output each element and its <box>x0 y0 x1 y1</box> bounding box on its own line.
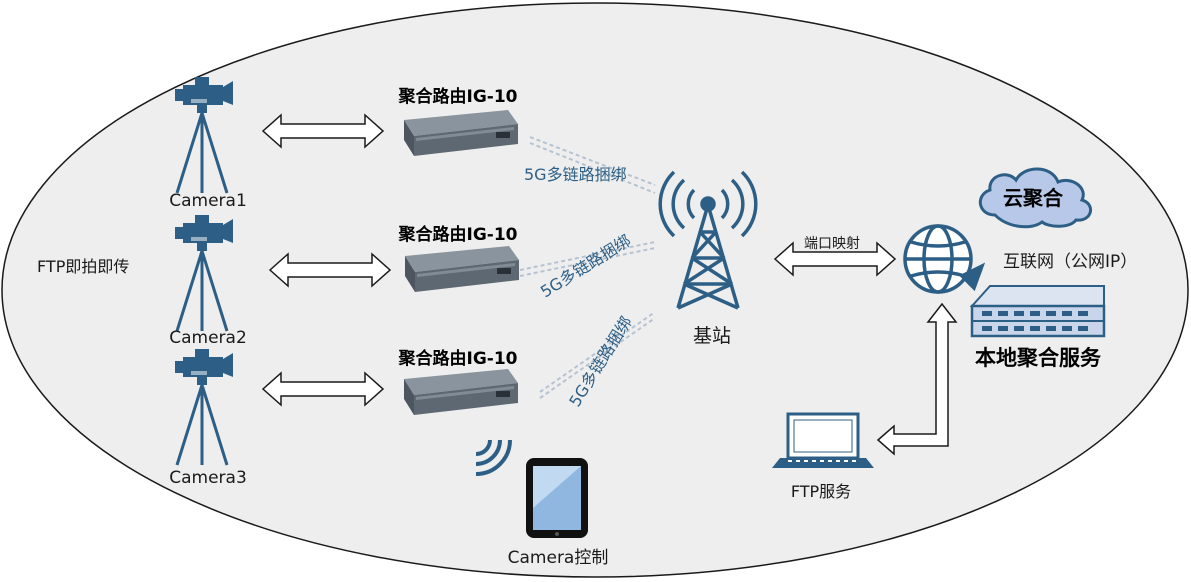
tablet-icon <box>526 458 588 538</box>
camera-control-label: Camera控制 <box>508 548 609 568</box>
camera1-label: Camera1 <box>169 191 247 211</box>
ftp-instant-label: FTP即拍即传 <box>37 257 129 276</box>
server-icon <box>969 285 1106 338</box>
cloud-label: 云聚合 <box>1003 186 1064 210</box>
internet-label: 互联网（公网IP） <box>1003 252 1137 272</box>
globe-icon <box>903 224 986 294</box>
router3-label: 聚合路由IG-10 <box>398 348 518 369</box>
laptop-icon <box>772 412 874 468</box>
double-arrow-icon <box>876 302 958 456</box>
ftp-service-label: FTP服务 <box>791 482 851 501</box>
camera2-label: Camera2 <box>169 328 247 348</box>
port-mapping-label: 端口映射 <box>804 236 860 252</box>
link1-label: 5G多链路捆绑 <box>524 165 627 184</box>
link-lines <box>519 136 656 399</box>
base-station-label: 基站 <box>693 325 731 347</box>
camera3-label: Camera3 <box>169 468 247 488</box>
local-service-label: 本地聚合服务 <box>975 346 1102 370</box>
wifi-icon <box>475 439 512 476</box>
router1-label: 聚合路由IG-10 <box>398 86 518 107</box>
tower-icon <box>658 170 758 310</box>
router2-label: 聚合路由IG-10 <box>398 224 518 245</box>
cloud-icon <box>979 167 1092 229</box>
